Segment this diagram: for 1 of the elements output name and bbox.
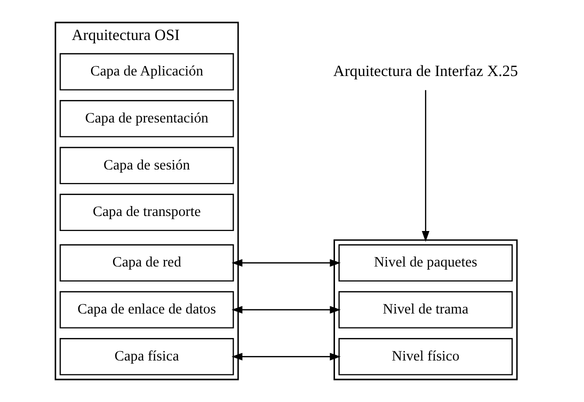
node-text: Arquitectura de Interfaz X.25 [332,62,518,80]
